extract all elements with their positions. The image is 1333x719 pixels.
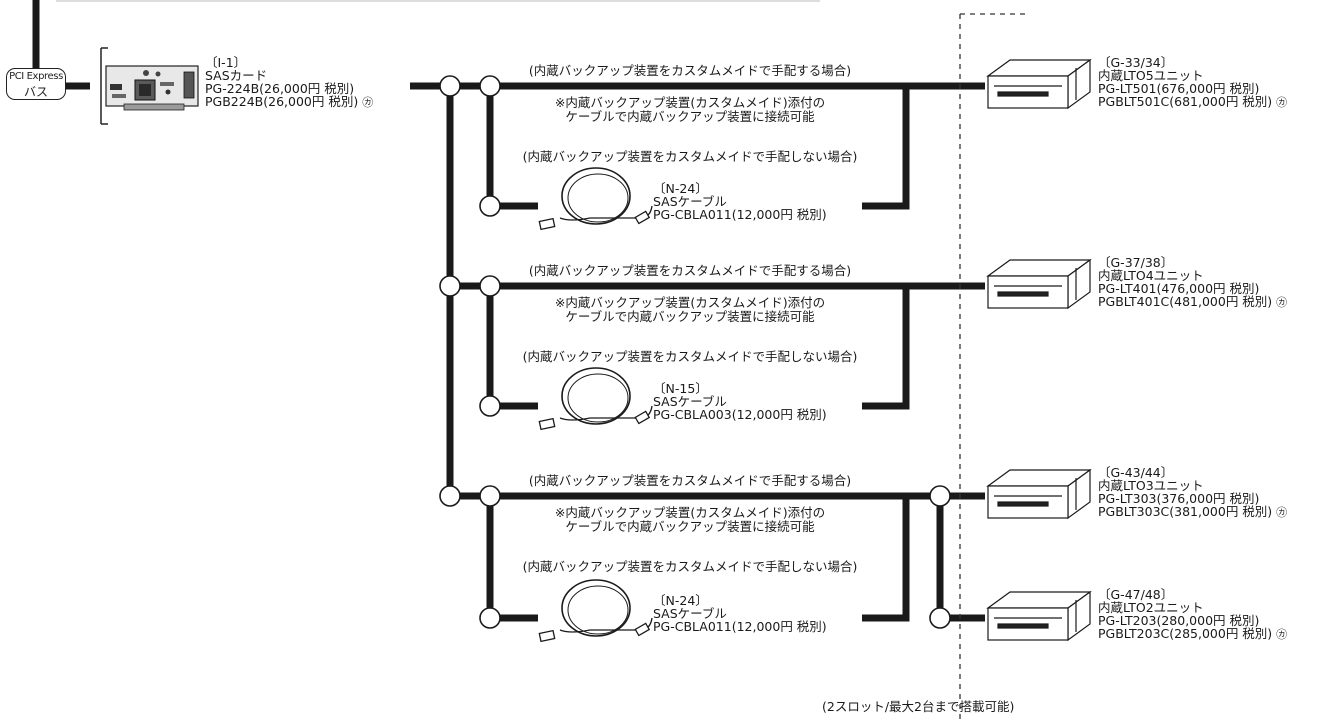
sas-card-model1: PG-224B(26,000円 税別)	[205, 81, 355, 96]
drive-code: 〔G-43/44〕	[1098, 465, 1174, 480]
drive-model2: PGBLT203C(285,000円 税別) ㋕	[1098, 626, 1288, 641]
cable-model: PG-CBLA003(12,000円 税別)	[653, 407, 827, 422]
s3-cable-out-line	[862, 496, 910, 622]
custom-note-line2: ケーブルで内蔵バックアップ装置に接続可能	[565, 309, 815, 324]
custom-order-label: (内蔵バックアップ装置をカスタムメイドで手配する場合)	[528, 263, 852, 278]
drive-name: 内蔵LTO2ユニット	[1098, 600, 1204, 615]
cable-code: 〔N-24〕	[653, 593, 708, 608]
custom-note-line2: ケーブルで内蔵バックアップ装置に接続可能	[565, 109, 815, 124]
drive-name: 内蔵LTO3ユニット	[1098, 478, 1204, 493]
junction-node	[479, 485, 501, 507]
junction-node	[929, 607, 951, 629]
custom-note-line1: ※内蔵バックアップ装置(カスタムメイド)添付の	[554, 295, 826, 310]
drive-code: 〔G-37/38〕	[1098, 255, 1174, 270]
pcie-bus-label: PCI Express	[9, 71, 63, 82]
business-mark-icon: ㋕	[1276, 96, 1288, 109]
sas-cable-image	[538, 367, 653, 431]
drive-model2: PGBLT303C(381,000円 税別) ㋕	[1098, 504, 1288, 519]
lto5-drive-image	[986, 58, 1092, 110]
non-custom-order-label: (内蔵バックアップ装置をカスタムメイドで手配しない場合)	[522, 149, 858, 164]
chassis-boundary	[959, 13, 1030, 719]
sas-card-model2: PGB224B(26,000円 税別) ㋕	[205, 94, 374, 109]
sas-cable-image	[538, 167, 653, 231]
lto2-drive-image	[986, 590, 1092, 642]
junction-node	[439, 275, 461, 297]
business-mark-icon: ㋕	[1276, 506, 1288, 519]
drive-model2: PGBLT501C(681,000円 税別) ㋕	[1098, 94, 1288, 109]
cable-code: 〔N-24〕	[653, 181, 708, 196]
cable-model: PG-CBLA011(12,000円 税別)	[653, 207, 827, 222]
sas-card-image	[100, 47, 199, 125]
non-custom-order-label: (内蔵バックアップ装置をカスタムメイドで手配しない場合)	[522, 349, 858, 364]
junction-node	[479, 75, 501, 97]
lto3-drive-image	[986, 468, 1092, 520]
junction-node	[479, 275, 501, 297]
junction-node	[479, 395, 501, 417]
cable-name: SASケーブル	[653, 394, 727, 409]
cable-model: PG-CBLA011(12,000円 税別)	[653, 619, 827, 634]
pcie-bus-box: PCI Express バス	[6, 68, 66, 100]
custom-note-line1: ※内蔵バックアップ装置(カスタムメイド)添付の	[554, 505, 826, 520]
business-mark-icon: ㋕	[1276, 296, 1288, 309]
slot-capacity-note: (2スロット/最大2台まで搭載可能)	[822, 699, 1015, 714]
drive-model1: PG-LT501(676,000円 税別)	[1098, 81, 1260, 96]
cable-code: 〔N-15〕	[653, 381, 708, 396]
junction-node	[479, 607, 501, 629]
cable-name: SASケーブル	[653, 194, 727, 209]
custom-order-label: (内蔵バックアップ装置をカスタムメイドで手配する場合)	[528, 473, 852, 488]
s2-cable-out-line	[862, 286, 910, 410]
s1-cable-out-line	[862, 86, 910, 210]
junction-node	[479, 195, 501, 217]
drive-model1: PG-LT303(376,000円 税別)	[1098, 491, 1260, 506]
drive-name: 内蔵LTO5ユニット	[1098, 68, 1204, 83]
drive-name: 内蔵LTO4ユニット	[1098, 268, 1204, 283]
business-mark-icon: ㋕	[362, 96, 374, 109]
pcie-bus-sublabel: バス	[23, 85, 48, 99]
custom-order-label: (内蔵バックアップ装置をカスタムメイドで手配する場合)	[528, 63, 852, 78]
sas-card-code: 〔I-1〕	[205, 55, 247, 70]
lto4-drive-image	[986, 258, 1092, 310]
custom-note-line1: ※内蔵バックアップ装置(カスタムメイド)添付の	[554, 95, 826, 110]
junction-node	[439, 75, 461, 97]
drive-model1: PG-LT401(476,000円 税別)	[1098, 281, 1260, 296]
custom-note-line2: ケーブルで内蔵バックアップ装置に接続可能	[565, 519, 815, 534]
junction-node	[929, 485, 951, 507]
non-custom-order-label: (内蔵バックアップ装置をカスタムメイドで手配しない場合)	[522, 559, 858, 574]
drive-code: 〔G-33/34〕	[1098, 55, 1174, 70]
business-mark-icon: ㋕	[1276, 628, 1288, 641]
drive-model1: PG-LT203(280,000円 税別)	[1098, 613, 1260, 628]
junction-node	[439, 485, 461, 507]
drive-model2: PGBLT401C(481,000円 税別) ㋕	[1098, 294, 1288, 309]
sas-card-name: SASカード	[205, 68, 268, 83]
drive-code: 〔G-47/48〕	[1098, 587, 1174, 602]
sas-cable-image	[538, 579, 653, 643]
cable-name: SASケーブル	[653, 606, 727, 621]
